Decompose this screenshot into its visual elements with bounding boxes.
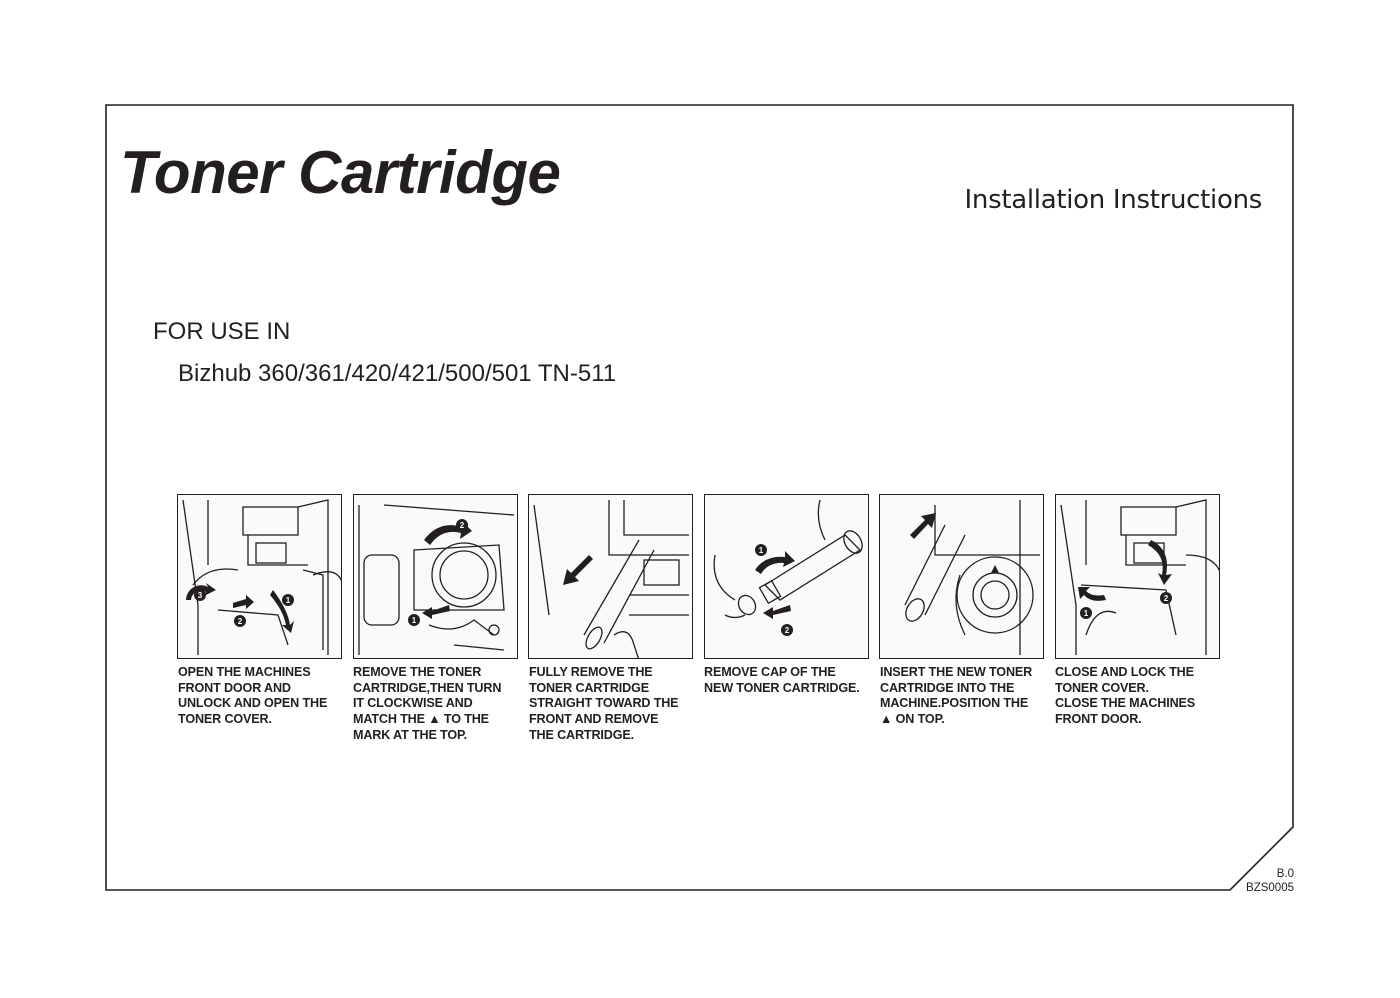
compatible-models: Bizhub 360/361/420/421/500/501 TN-511: [178, 360, 617, 387]
step-1-illustration: 3 2 1: [177, 494, 342, 659]
svg-text:2: 2: [238, 617, 243, 626]
for-use-in-label: FOR USE IN: [153, 318, 291, 345]
document-title: Toner Cartridge: [120, 139, 561, 206]
step-5-illustration: [879, 494, 1044, 659]
svg-text:2: 2: [785, 626, 790, 635]
step-6-caption: CLOSE AND LOCK THE TONER COVER. CLOSE TH…: [1055, 665, 1196, 727]
svg-text:1: 1: [1084, 609, 1089, 618]
svg-text:1: 1: [286, 596, 291, 605]
svg-text:1: 1: [759, 546, 764, 555]
step-3-caption: FULLY REMOVE THE TONER CARTRIDGE STRAIGH…: [529, 665, 679, 742]
revision-number: B.0: [1276, 868, 1294, 880]
step-5-caption: INSERT THE NEW TONER CARTRIDGE INTO THE …: [880, 665, 1033, 727]
step-4-caption: REMOVE CAP OF THE NEW TONER CARTRIDGE.: [704, 665, 860, 695]
step-2-caption: REMOVE THE TONER CARTRIDGE,THEN TURN IT …: [353, 665, 502, 742]
step-3-illustration: [528, 494, 693, 659]
svg-text:2: 2: [460, 521, 465, 530]
svg-text:1: 1: [412, 616, 417, 625]
document-subtitle: Installation Instructions: [964, 185, 1263, 215]
svg-text:3: 3: [198, 591, 203, 600]
step-1-caption: OPEN THE MACHINES FRONT DOOR AND UNLOCK …: [178, 665, 328, 727]
svg-text:2: 2: [1164, 594, 1169, 603]
document-code: BZS0005: [1246, 882, 1294, 894]
document-revision-block: B.0 BZS0005: [1246, 867, 1294, 895]
